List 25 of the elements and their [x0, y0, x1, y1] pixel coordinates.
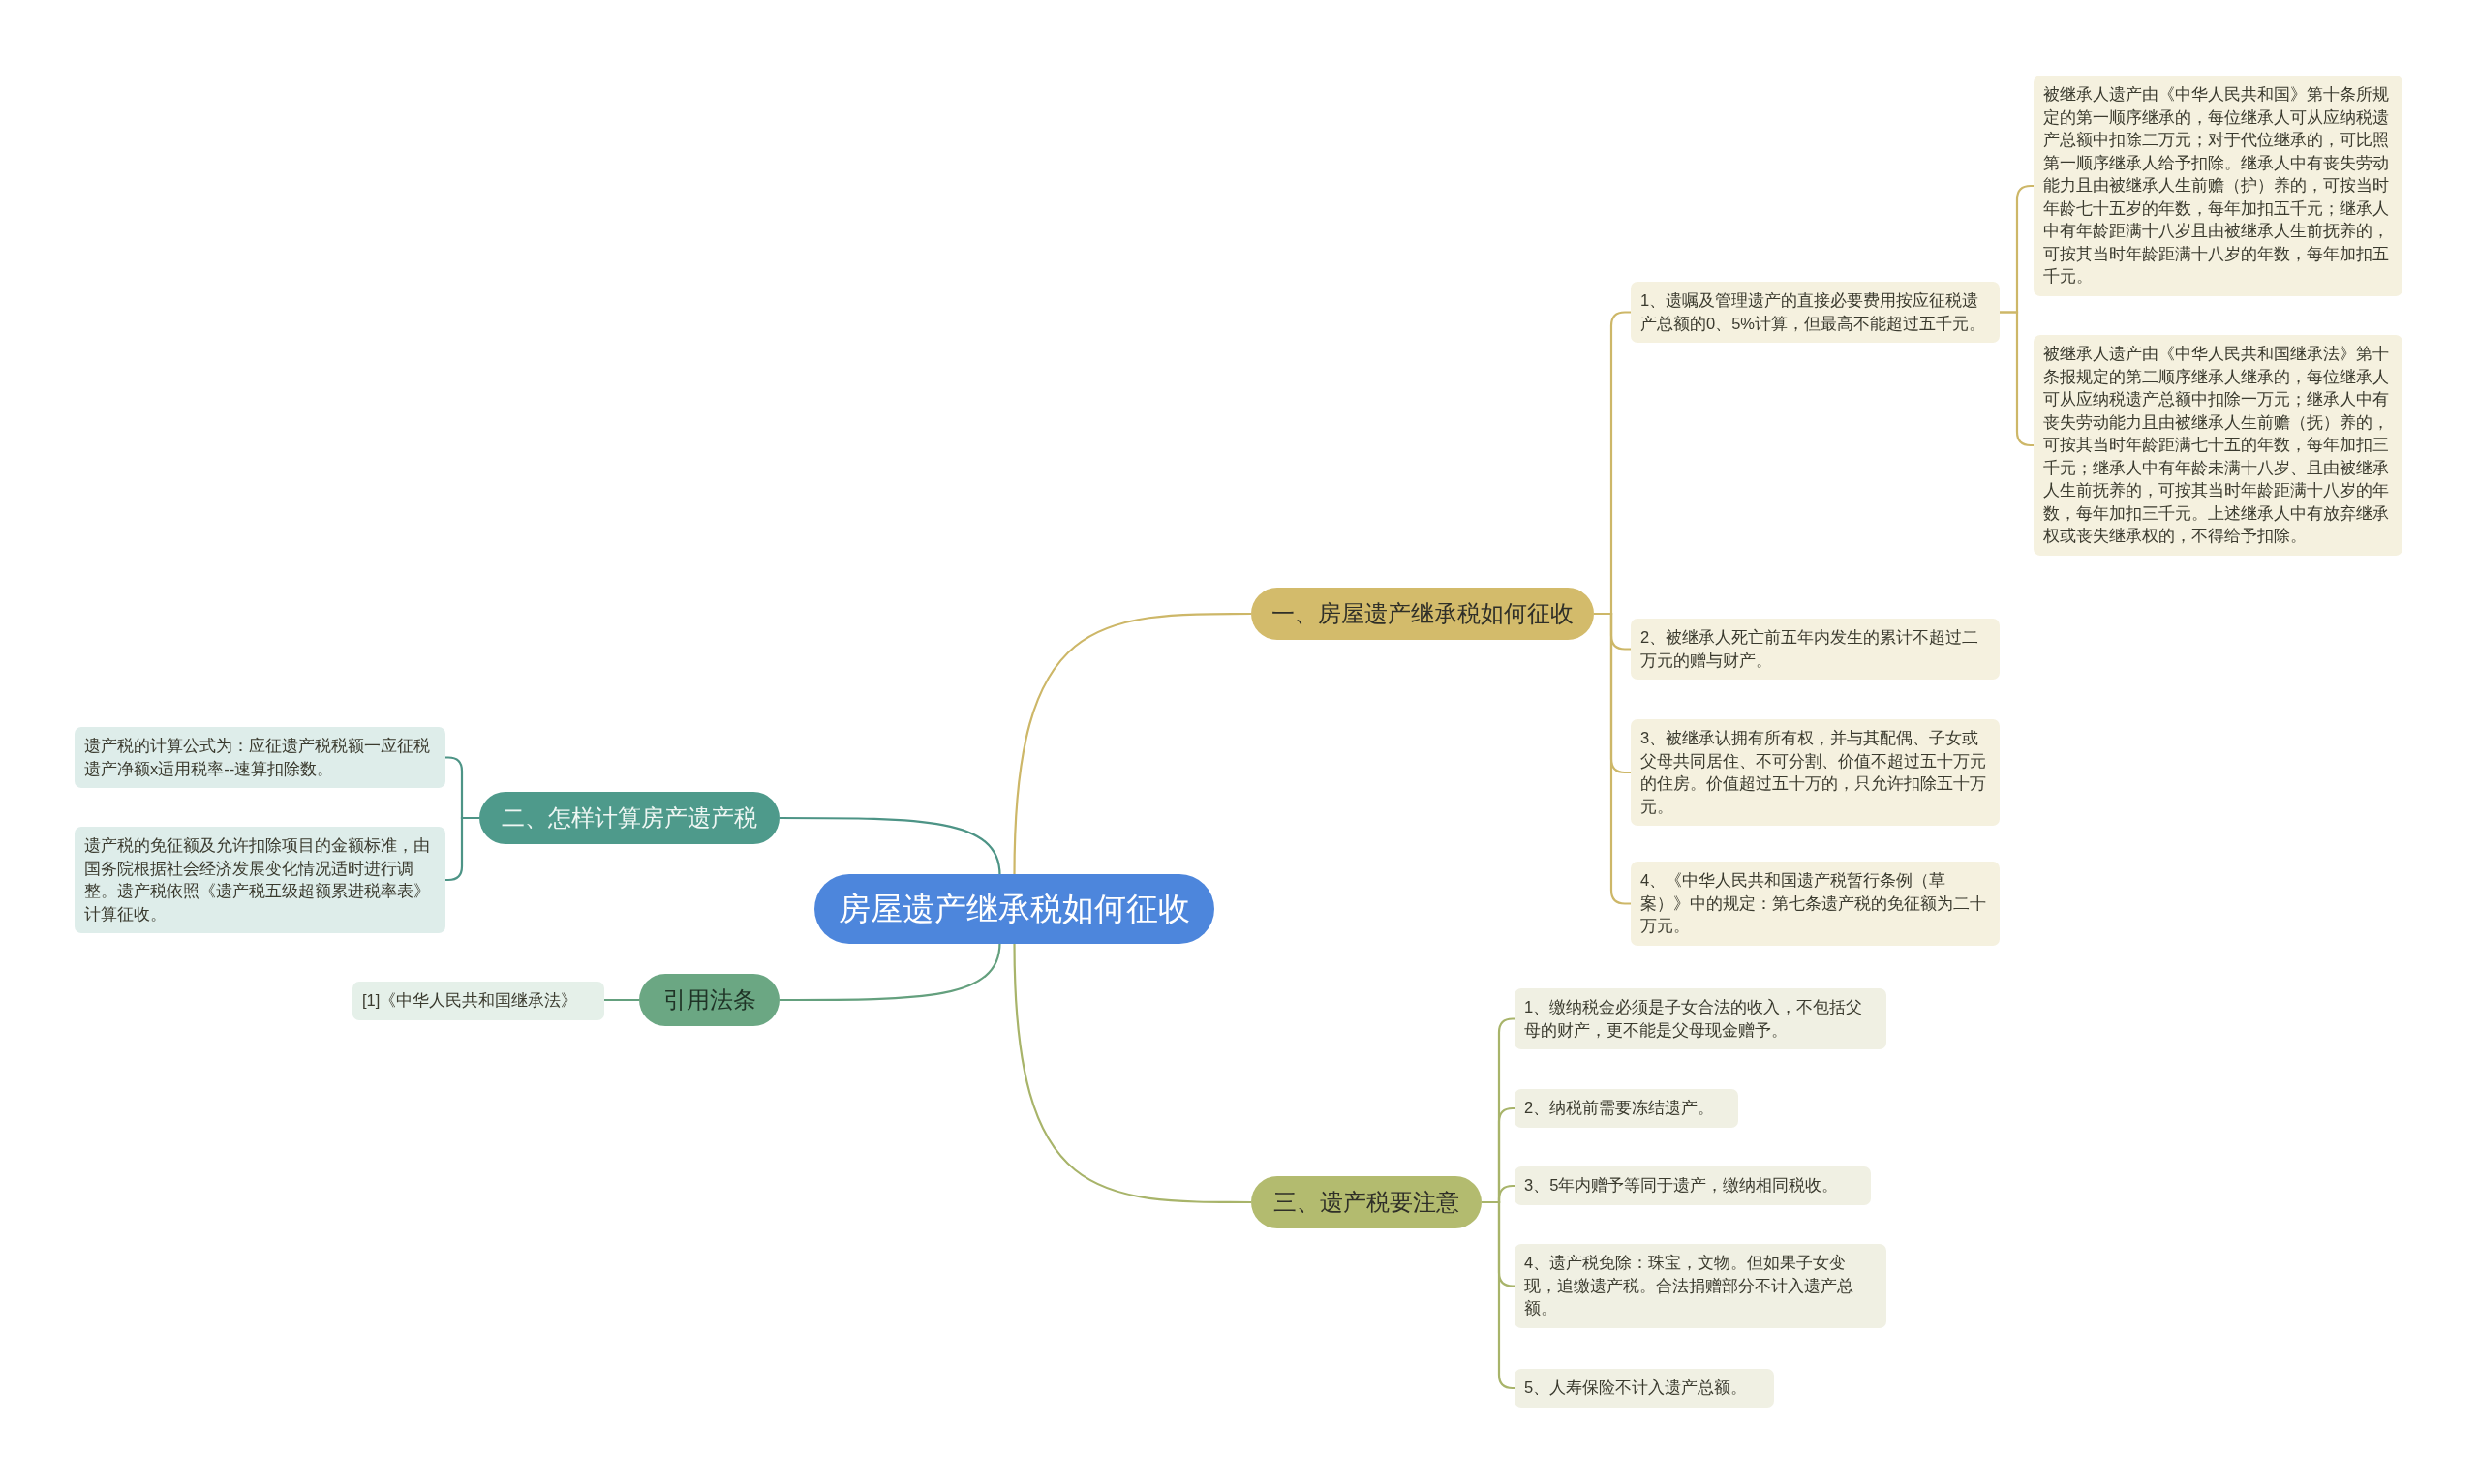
leaf-note: 4、遗产税免除：珠宝，文物。但如果子女变现，追缴遗产税。合法捐赠部分不计入遗产总额。 — [1515, 1244, 1886, 1328]
connector-line — [780, 816, 1001, 876]
branch-topic: 引用法条 — [639, 974, 780, 1026]
leaf-note: 遗产税的计算公式为：应征遗产税税额一应征税遗产净额x适用税率--速算扣除数。 — [75, 727, 445, 788]
connector-line — [1013, 942, 1251, 1204]
leaf-note: [1]《中华人民共和国继承法》 — [352, 982, 604, 1020]
leaf-note: 3、被继承认拥有所有权，并与其配偶、子女或父母共同居住、不可分割、价值不超过五十万元的住房。价值超过五十万的，只允许扣除五十万元。 — [1631, 719, 2000, 826]
leaf-note: 4、《中华人民共和国遗产税暂行条例（草案）》中的规定：第七条遗产税的免征额为二十万元。 — [1631, 862, 2000, 946]
connector-line — [780, 942, 1001, 1002]
branch-topic: 二、怎样计算房产遗产税 — [479, 792, 780, 844]
leaf-note: 2、纳税前需要冻结遗产。 — [1515, 1089, 1738, 1128]
connector-line — [1482, 1200, 1515, 1390]
root-topic: 房屋遗产继承税如何征收 — [814, 874, 1214, 944]
leaf-note: 被继承人遗产由《中华人民共和国继承法》第十条报规定的第二顺序继承人继承的，每位继承人可从应纳税遗产总额中扣除一万元；继承人中有丧失劳动能力且由被继承人生前赡（抚）养的，可按其当时年龄距满七十五的年数，每年加扣三千元；继承人中有年龄未满十八岁、且由被继承人生前抚养的，可按其当时年龄距满十八岁的年数，每年加扣三千元。上述继承人中有放弃继承权或丧失继承权的，不得给予扣除。 — [2034, 335, 2402, 556]
connector-line — [1013, 612, 1251, 876]
leaf-note: 1、缴纳税金必须是子女合法的收入，不包括父母的财产，更不能是父母现金赠予。 — [1515, 988, 1886, 1049]
leaf-note: 5、人寿保险不计入遗产总额。 — [1515, 1369, 1774, 1408]
leaf-note: 遗产税的免征额及允许扣除项目的金额标准，由国务院根据社会经济发展变化情况适时进行调整。遗产税依照《遗产税五级超额累进税率表》计算征收。 — [75, 827, 445, 933]
branch-topic: 一、房屋遗产继承税如何征收 — [1251, 588, 1594, 640]
leaf-note: 1、遗嘱及管理遗产的直接必要费用按应征税遗产总额的0、5%计算，但最高不能超过五千元。 — [1631, 282, 2000, 343]
leaf-note: 被继承人遗产由《中华人民共和国》第十条所规定的第一顺序继承的，每位继承人可从应纳税遗产总额中扣除二万元；对于代位继承的，可比照第一顺序继承人给予扣除。继承人中有丧失劳动能力且由被继承人生前赡（护）养的，可按当时年龄七十五岁的年数，每年加扣五千元；继承人中有年龄距满十八岁且由被继承人生前抚养的，可按其当时年龄距满十八岁的年数，每年加扣五千元。 — [2034, 76, 2402, 296]
leaf-note: 3、5年内赠予等同于遗产，缴纳相同税收。 — [1515, 1166, 1871, 1205]
branch-topic: 三、遗产税要注意 — [1251, 1176, 1482, 1228]
connector-line — [604, 998, 639, 1002]
leaf-note: 2、被继承人死亡前五年内发生的累计不超过二万元的赠与财产。 — [1631, 619, 2000, 680]
